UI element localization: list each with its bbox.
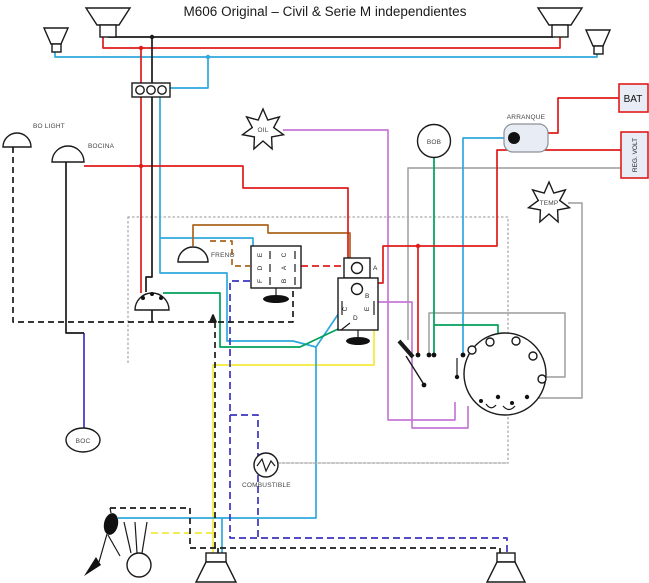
- wire-blackdash-bottom-bus: [110, 507, 501, 553]
- wire-cyan-switchbox: [160, 237, 254, 246]
- bo-light: BO LIGHT: [2, 123, 65, 148]
- headlight-connector: [131, 82, 171, 98]
- terminal-bars: [269, 251, 296, 285]
- arranque: ARRANQUE: [503, 114, 549, 153]
- wire-red-bocina-ignition-a: [84, 165, 349, 258]
- oil-label: OIL: [257, 127, 268, 134]
- lamp-aux-right: [584, 29, 612, 55]
- lamp-headlight-right: [536, 7, 584, 38]
- bob-label: BOB: [427, 139, 441, 146]
- bocina-label: BOCINA: [88, 143, 115, 150]
- wires-navy: [83, 280, 508, 553]
- bob-coil: BOB: [416, 123, 452, 159]
- wire-gray-temp-distributor: [531, 202, 583, 399]
- bat-label: BAT: [624, 94, 643, 105]
- toggle-switch: [397, 339, 427, 388]
- freno-label: FRENO: [211, 252, 235, 259]
- wire-cyan-connector-down: [159, 95, 317, 348]
- ignition-terminal-b: B: [365, 293, 369, 300]
- oil-sender: OIL: [240, 107, 286, 151]
- ground-symbol: [346, 337, 370, 345]
- wire-purple-ignition-distributor: [378, 301, 469, 429]
- wire-gray-regvolt-switch: [407, 167, 622, 340]
- light-switch-box: E C D A F B: [250, 245, 302, 303]
- wire-black-connector-socket: [145, 95, 153, 292]
- voltage-regulator: REG. VOLT: [620, 131, 649, 179]
- terminal-f: F: [257, 279, 264, 283]
- terminal-c: C: [281, 252, 288, 257]
- wires-yellow: [148, 296, 375, 553]
- temp-label: TEMP: [540, 200, 559, 207]
- wire-blackdash-bolight: [12, 147, 301, 323]
- bo-light-label: BO LIGHT: [33, 123, 65, 130]
- wire-cyan-to-ignition-c: [315, 312, 340, 348]
- distributor: [454, 332, 547, 416]
- lamp-headlight-left: [84, 7, 132, 38]
- wires-black: [12, 34, 553, 553]
- lamp-aux-left: [42, 27, 70, 53]
- taillight-left: [194, 552, 238, 583]
- wire-cyan-aux-bus: [54, 51, 598, 58]
- wire-cyan-bus-connector: [170, 57, 209, 89]
- wire-red-head-bus: [102, 37, 561, 49]
- bocina: BOCINA: [51, 143, 115, 163]
- boc-horn: BOC: [65, 427, 101, 453]
- ignition-terminal-bars: [340, 301, 375, 331]
- junction-arrow: [209, 314, 217, 323]
- wires-green: [163, 158, 499, 395]
- wire-green-socket-ignition-d: [163, 292, 356, 348]
- ground-symbol: [263, 295, 289, 303]
- terminal-b: B: [281, 279, 288, 283]
- wires-gray: [407, 167, 622, 399]
- freno-switch: FRENO: [177, 246, 235, 263]
- wire-brown-dashed-freno-switchbox: [210, 240, 250, 267]
- temp-sender: TEMP: [526, 180, 572, 224]
- wire-yellow-ignition-taillight: [212, 296, 375, 553]
- boc-label: BOC: [76, 438, 91, 445]
- wire-cyan-arranque: [462, 137, 510, 353]
- wire-cyan-to-bottom: [118, 347, 317, 519]
- ignition-terminal-e: E: [364, 306, 371, 311]
- ignition-terminal-c: C: [342, 306, 349, 311]
- combustible-label: COMBUSTIBLE: [242, 482, 291, 489]
- reg-volt-label: REG. VOLT: [632, 138, 639, 172]
- ignition-switch: A B C E D: [337, 257, 379, 345]
- wire-navy-dashed-taillight: [229, 280, 508, 553]
- terminal-d: D: [257, 265, 264, 270]
- terminal-posts: [415, 352, 466, 358]
- arranque-label: ARRANQUE: [507, 114, 546, 121]
- dotted-boundary: [127, 216, 509, 464]
- ignition-terminal-d: D: [353, 315, 358, 322]
- arrow-icon: [84, 557, 101, 576]
- handlebar-socket: [134, 292, 170, 311]
- combustible-sender: COMBUSTIBLE: [242, 452, 509, 489]
- magneto-figure: [84, 507, 152, 578]
- wire-black-bocina-stem: [65, 162, 84, 334]
- battery: BAT: [618, 83, 649, 113]
- terminal-a: A: [281, 265, 288, 270]
- ignition-terminal-a: A: [373, 265, 378, 272]
- wire-gray-terminal-distributor: [428, 312, 566, 378]
- wire-navy-dashed-branch: [230, 414, 259, 538]
- diagram-title: M606 Original – Civil & Serie M independ…: [184, 4, 467, 19]
- taillight-right: [485, 552, 527, 583]
- wire-purple-oil: [283, 129, 456, 421]
- wire-red-bat-arranque: [548, 97, 620, 134]
- terminal-e: E: [257, 252, 264, 257]
